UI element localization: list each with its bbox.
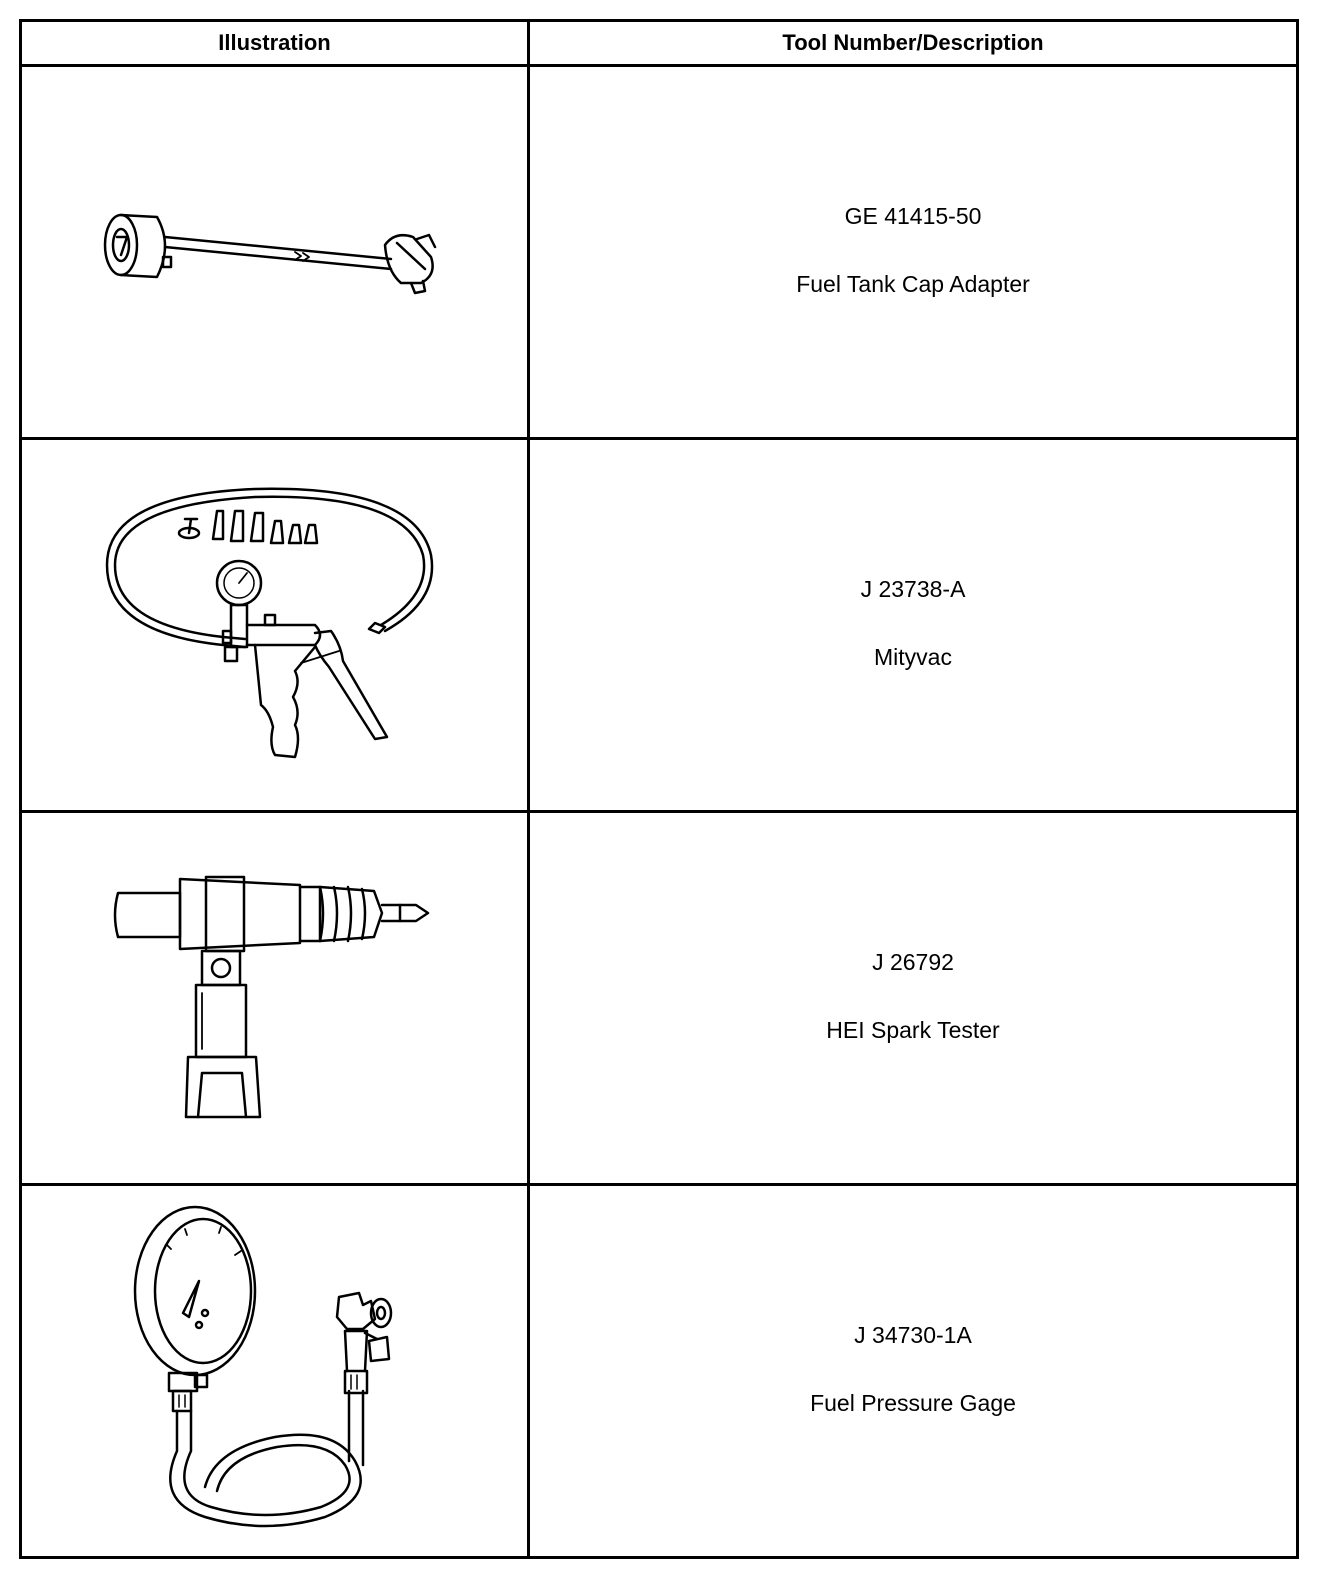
tool-description: Mityvac xyxy=(874,644,952,670)
tool-description: HEI Spark Tester xyxy=(826,1017,1000,1043)
tool-number: J 34730-1A xyxy=(854,1322,972,1348)
illustration-cell xyxy=(22,67,530,437)
header-illustration: Illustration xyxy=(22,22,530,64)
tool-info-cell: J 23738-A Mityvac xyxy=(530,440,1296,810)
spark-tester-drawing xyxy=(113,875,429,1119)
special-tools-table: Illustration Tool Number/Description xyxy=(19,19,1299,1559)
header-tool-number-description: Tool Number/Description xyxy=(782,30,1044,55)
fuel-pressure-gage-drawing xyxy=(133,1205,392,1528)
table-row: GE 41415-50 Fuel Tank Cap Adapter xyxy=(22,64,1296,437)
illustration-cell xyxy=(22,813,530,1183)
tool-number: J 26792 xyxy=(872,949,954,975)
illustration-cell xyxy=(22,440,530,810)
illustration-cell xyxy=(22,1186,530,1556)
tool-number: GE 41415-50 xyxy=(844,203,982,229)
tool-description: Fuel Pressure Gage xyxy=(810,1390,1016,1416)
table-header-row: Illustration Tool Number/Description xyxy=(22,22,1296,64)
tool-number: J 23738-A xyxy=(860,576,966,602)
tool-info-cell: J 34730-1A Fuel Pressure Gage xyxy=(530,1186,1296,1556)
mityvac-drawing xyxy=(105,487,433,759)
tool-description: Fuel Tank Cap Adapter xyxy=(796,271,1030,297)
table-row: J 34730-1A Fuel Pressure Gage xyxy=(22,1183,1296,1556)
table-row: J 23738-A Mityvac xyxy=(22,437,1296,810)
table-row: J 26792 HEI Spark Tester xyxy=(22,810,1296,1183)
tool-info-cell: J 26792 HEI Spark Tester xyxy=(530,813,1296,1183)
fuel-tank-cap-adapter-drawing xyxy=(103,213,436,295)
tool-info-cell: GE 41415-50 Fuel Tank Cap Adapter xyxy=(530,67,1296,437)
